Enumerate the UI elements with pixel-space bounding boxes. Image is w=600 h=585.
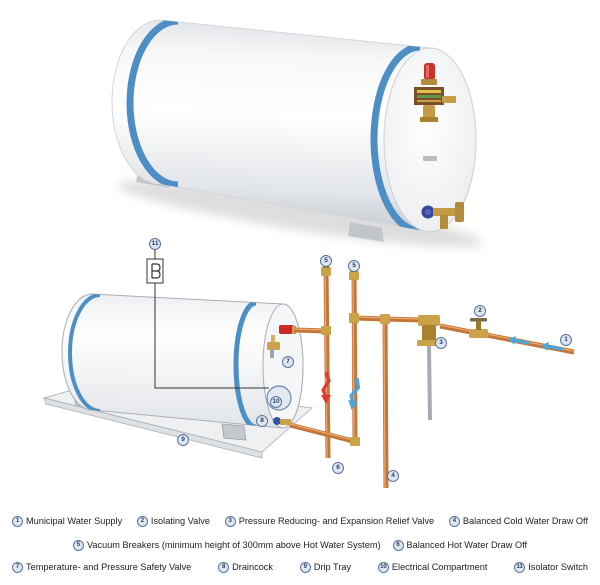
installation-diagram <box>42 250 575 489</box>
callout-pressure-reducing-valve: 3 <box>435 337 447 349</box>
legend-number: 7 <box>12 561 23 573</box>
switch-icon <box>151 263 161 279</box>
cold-feed-vertical-pipe <box>351 271 358 443</box>
legend-number: 6 <box>392 539 404 551</box>
legend-item-drip-tray: 9 Drip Tray <box>299 561 352 573</box>
hot-water-draw-off-pipe <box>323 267 331 459</box>
legend-label: Pressure Reducing- and Expansion Relief … <box>238 516 435 526</box>
legend-label: Vacuum Breakers (minimum height of 300mm… <box>86 540 381 550</box>
legend-label: Balanced Hot Water Draw Off <box>406 540 528 550</box>
legend-label: Isolator Switch <box>528 562 588 572</box>
isolator-switch <box>146 250 269 389</box>
callout-drip-tray: 9 <box>177 434 189 446</box>
callout-electrical-compartment: 10 <box>270 396 282 408</box>
callout-safety-valve: 7 <box>282 356 294 368</box>
photo-support-leg-right <box>348 222 384 242</box>
legend-number: 1 <box>12 515 23 527</box>
legend-label: Balanced Cold Water Draw Off <box>462 516 588 526</box>
cold-flow-arrow-supply-2 <box>541 342 564 351</box>
callout-draincock: 8 <box>256 415 268 427</box>
photo-cold-inlet-fitting <box>421 205 435 219</box>
legend-number: 10 <box>377 561 389 573</box>
callout-isolating-valve: 2 <box>474 305 486 317</box>
legend-item-electrical-compartment: 10 Electrical Compartment <box>377 561 488 573</box>
callout-hot-water-draw-off: 6 <box>332 462 344 474</box>
legend-row-3: 7 Temperature- and Pressure Safety Valve… <box>0 560 600 574</box>
callout-isolator-switch: 11 <box>149 238 161 250</box>
legend-item-safety-valve: 7 Temperature- and Pressure Safety Valve <box>12 561 192 573</box>
diagram-tank-bands <box>68 294 257 428</box>
photo-floor-shadow <box>117 181 483 247</box>
diagram-safety-valve <box>267 335 280 358</box>
legend-number: 4 <box>448 515 460 527</box>
callout-cold-water-draw-off: 4 <box>387 470 399 482</box>
legend-number: 8 <box>218 561 230 573</box>
photo-tank-end-face <box>383 47 477 233</box>
legend-number: 5 <box>72 539 84 551</box>
cold-flow-arrow-supply-1 <box>508 336 531 345</box>
legend-label: Draincock <box>232 562 273 572</box>
isolating-valve <box>469 318 488 338</box>
photo-drain-valve <box>433 202 464 229</box>
legend-label: Temperature- and Pressure Safety Valve <box>26 562 192 572</box>
photo-blue-band-left <box>126 20 179 189</box>
legend-row-1: 1 Municipal Water Supply 2 Isolating Val… <box>0 514 600 528</box>
legend-item-isolating-valve: 2 Isolating Valve <box>136 515 210 527</box>
supply-cable <box>154 283 269 389</box>
diagram-support-leg-right <box>221 423 247 441</box>
legend-item-municipal-water-supply: 1 Municipal Water Supply <box>12 515 123 527</box>
legend-item-pressure-reducing-valve: 3 Pressure Reducing- and Expansion Relie… <box>224 515 435 527</box>
callout-vacuum-breaker-right: 5 <box>348 260 360 272</box>
diagram-blue-band-left <box>68 294 101 413</box>
legend-item-cold-water-draw-off: 4 Balanced Cold Water Draw Off <box>448 515 588 527</box>
callout-municipal-water-supply: 1 <box>560 334 572 346</box>
relief-valve-drain-pipe <box>427 344 432 421</box>
legend-label: Drip Tray <box>313 562 352 572</box>
cold-flow-arrow-vertical <box>348 378 361 410</box>
photo-element-label-panel <box>414 87 444 105</box>
photo-safety-valve-fitting <box>420 96 456 122</box>
photo-tank-bands <box>126 20 421 232</box>
photo-brand-badge <box>423 156 437 161</box>
legend-label: Isolating Valve <box>150 516 210 526</box>
cold-water-draw-off-pipe <box>382 318 389 489</box>
legend-item-isolator-switch: 11 Isolator Switch <box>514 561 588 573</box>
legend-number: 2 <box>136 515 148 527</box>
installation-illustration <box>42 19 575 489</box>
legend-item-hot-water-draw-off: 6 Balanced Hot Water Draw Off <box>392 539 528 551</box>
legend-number: 9 <box>299 561 311 573</box>
diagram-hot-outlet-fitting <box>279 325 296 334</box>
legend-row-2: 5 Vacuum Breakers (minimum height of 300… <box>0 538 600 552</box>
pipework <box>289 267 575 489</box>
cold-feed-to-tank-pipe <box>289 422 358 445</box>
legend-label: Electrical Compartment <box>391 562 488 572</box>
photo-hot-outlet-fitting <box>421 63 437 85</box>
legend-label: Municipal Water Supply <box>26 516 123 526</box>
pipe-tee-fittings <box>321 313 390 446</box>
hot-outlet-pipe <box>293 327 327 334</box>
hot-flow-arrow <box>321 371 331 404</box>
legend-item-vacuum-breakers: 5 Vacuum Breakers (minimum height of 300… <box>72 539 381 551</box>
photo-blue-band-right <box>370 43 421 232</box>
diagram-cold-inlet-and-draincock <box>273 417 291 425</box>
legend-item-draincock: 8 Draincock <box>218 561 273 573</box>
callout-vacuum-breaker-left: 5 <box>320 255 332 267</box>
legend-number: 3 <box>224 515 236 527</box>
legend-number: 11 <box>514 561 526 573</box>
diagram-blue-band-right <box>233 300 257 428</box>
photo-water-heater <box>111 19 483 247</box>
